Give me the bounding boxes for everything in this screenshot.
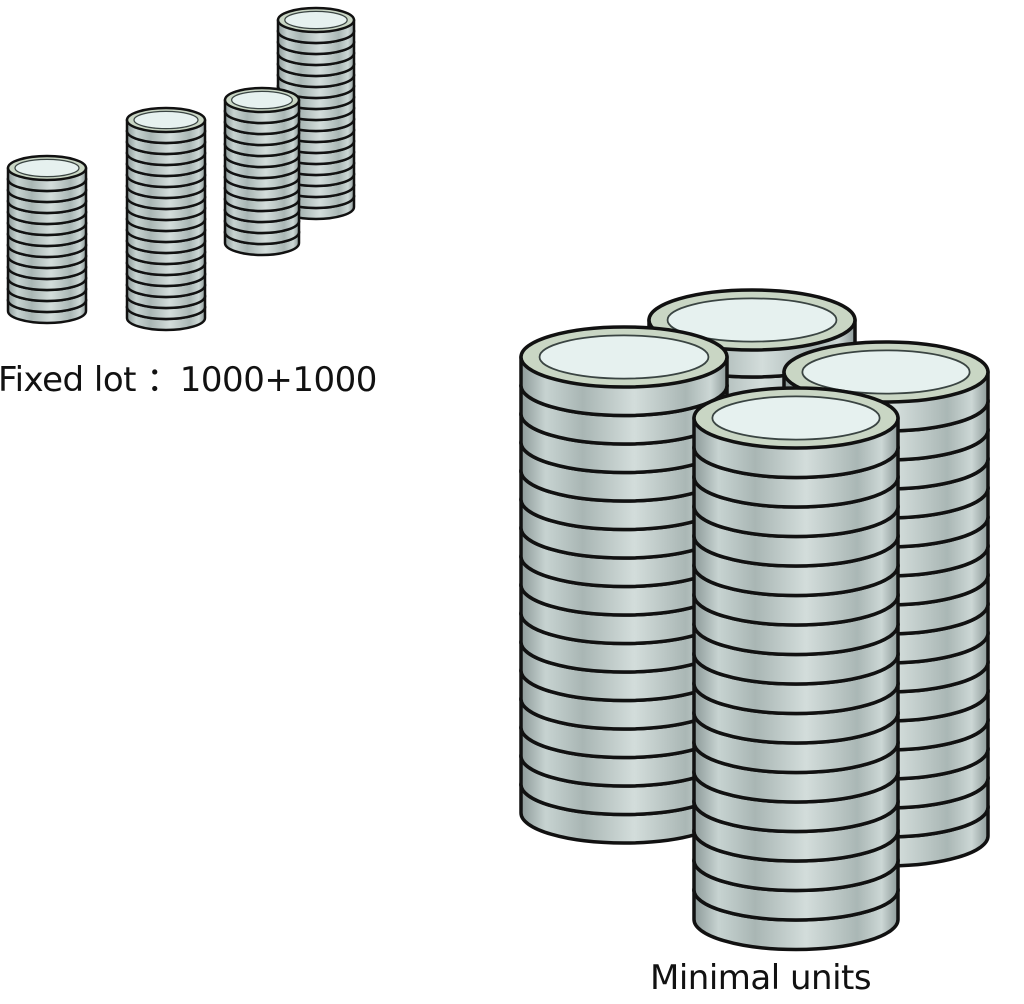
fixed-lot-label: Fixed lot ：1000+1000 — [0, 360, 377, 400]
large-coin-stack-front — [692, 386, 900, 952]
minimal-units-label: Minimal units — [650, 958, 872, 998]
coin-stack-3 — [223, 86, 301, 257]
coin-stack-2 — [125, 106, 207, 332]
coin-stack-1 — [6, 154, 88, 325]
large-coin-stack-left — [519, 325, 729, 845]
